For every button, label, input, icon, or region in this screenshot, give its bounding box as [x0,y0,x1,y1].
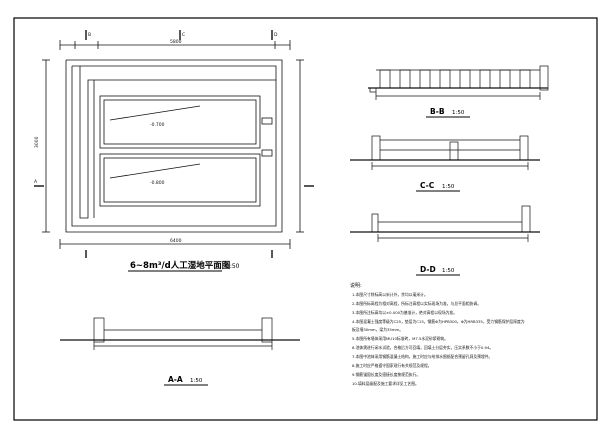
plan-view [34,30,314,258]
section-dd [350,205,540,242]
plan-scale: 1:50 [226,263,240,270]
note-line: 1.本图尺寸除标高以米计外，余均以毫米计。 [352,292,428,297]
plan-elev-2: -0.800 [150,180,165,186]
plan-title: 6~8m³/d人工湿地平面图 [130,260,230,271]
note-line: 6.池体需进行闭水试验，合格后方可回填，回填土分层夯实，压实系数不小于0.94。 [352,345,493,350]
grid-c-label: C [182,32,185,38]
grid-a-label: A [34,179,38,185]
plan-labels: B C D A 5800 6400 3000 -0.700 -0.800 [34,32,278,244]
section-cc-title: C-C [420,181,435,190]
section-cc [350,135,540,170]
drawing-border [13,17,598,421]
plan-dim-bottom: 6400 [170,238,182,244]
section-cc-scale: 1:50 [442,184,455,190]
note-line: 2.本图所标高程为相对高程，所标注高程以实际现场为准，与总平面相协调。 [352,301,481,306]
section-dd-title: D-D [420,265,436,274]
plan-dim-top: 5800 [170,39,182,45]
grid-d-label: D [274,32,278,38]
notes-block: 说明: 1.本图尺寸除标高以米计外，余均以毫米计。 2.本图所标高程为相对高程，… [350,282,525,386]
notes-heading: 说明: [350,282,362,289]
note-line: 5.本图所有墙体采用MU10标准砖，M7.5水泥砂浆砌筑。 [352,336,448,341]
section-dd-scale: 1:50 [442,268,455,274]
plan-dim-side: 3000 [34,136,40,148]
note-line: 9.钢筋锚固长度及搭接长度按规范执行。 [352,372,420,377]
note-line: 7.本图中池体采用钢筋混凝土结构，施工时应与给排水图纸配合预留孔洞及预埋件。 [352,354,492,359]
note-line: 板及墙30mm，梁为35mm。 [352,327,403,332]
section-aa-title: A-A [168,375,183,384]
section-bb [368,65,549,100]
note-line: 3.本图所注标高均以±0.000为基准计，绝对高程以现场为准。 [352,310,457,315]
section-aa [60,317,300,350]
grid-b-label: B [88,32,91,38]
plan-elev-1: -0.700 [150,122,165,128]
section-aa-scale: 1:50 [190,378,203,384]
section-bb-title: B-B [430,107,445,116]
note-line: 10.填料层级配及施工要求详见工艺图。 [352,381,419,386]
note-line: 4.本图混凝土强度等级为C25，垫层为C15，钢筋Φ为HPB300，Φ为HRB3… [352,319,525,324]
note-line: 8.施工时应严格遵守国家现行有关规范及规程。 [352,363,432,368]
section-bb-scale: 1:50 [452,110,465,116]
